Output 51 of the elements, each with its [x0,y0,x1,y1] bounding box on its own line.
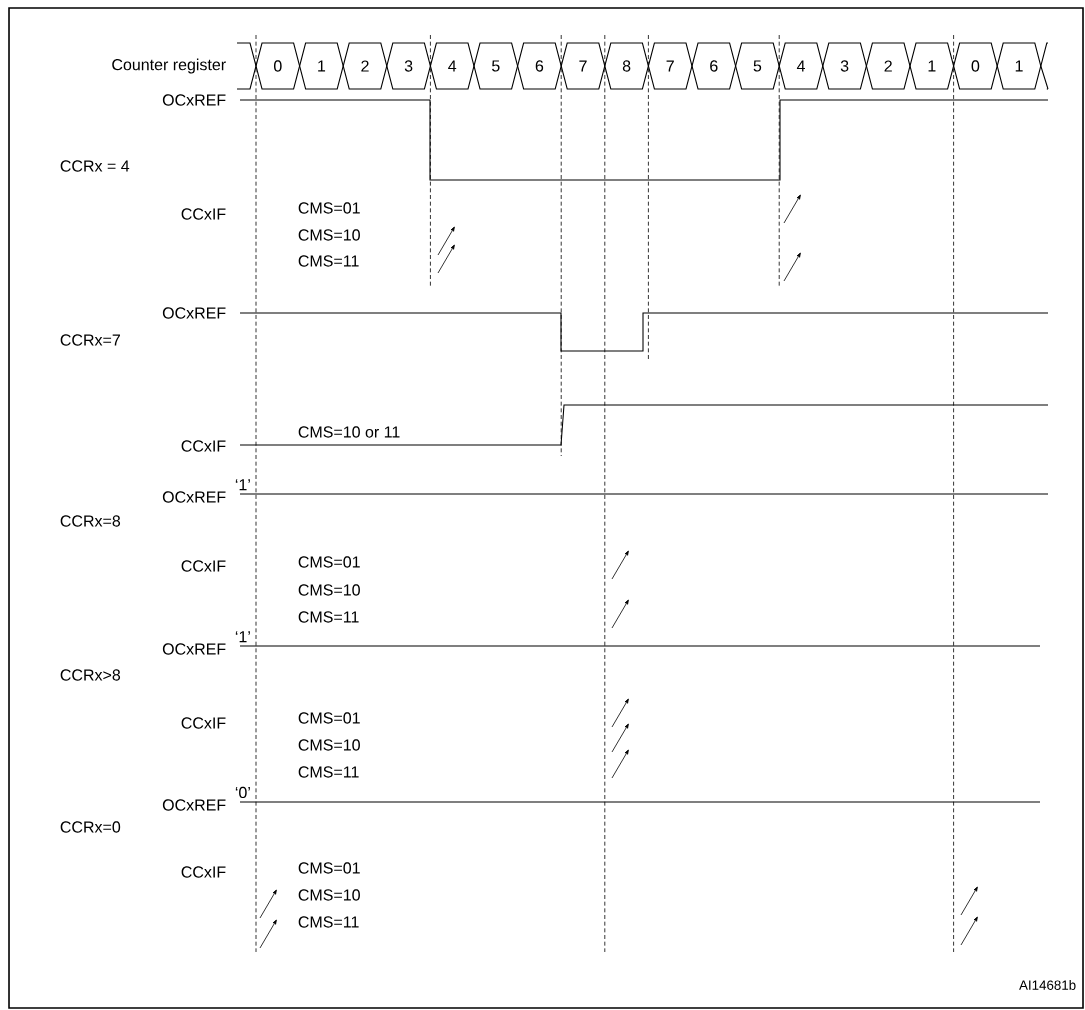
signal-name: CCxIF [181,717,226,729]
level-label: ‘1’ [235,479,250,491]
counter-cell: 1 [299,42,344,90]
signal-name: CCxIF [181,208,226,220]
counter-cell: 3 [822,42,867,90]
counter-cell: 1 [909,42,955,90]
mode-label: CMS=01 [298,556,360,568]
mode-label: CMS=10 [298,229,360,241]
mode-label: CMS=10 or 11 [298,426,400,438]
counter-cell: 1 [996,42,1042,90]
mode-label: CMS=01 [298,862,360,874]
signal-name: CCxIF [181,560,226,572]
condition-label: CCRx=8 [60,515,121,527]
counter-cell: 6 [691,42,737,90]
counter-cell: 2 [865,42,911,90]
counter-cell: 7 [647,42,693,90]
counter-cell: 0 [953,42,998,90]
counter-cell: 2 [342,42,388,90]
mode-label: CMS=10 [298,584,360,596]
counter-cell: 0 [255,42,301,90]
condition-label: CCRx = 4 [60,160,130,172]
counter-cell: 4 [778,42,824,90]
condition-label: CCRx>8 [60,669,121,681]
counter-cell: 8 [604,42,649,90]
signal-name: Counter register [112,58,226,74]
signal-name: OCxREF [162,491,226,503]
mode-label: CMS=11 [298,611,359,623]
signal-name: OCxREF [162,643,226,655]
mode-label: CMS=10 [298,889,360,901]
counter-cell: 4 [429,42,475,90]
signal-name: OCxREF [162,307,226,319]
condition-label: CCRx=0 [60,821,121,833]
mode-label: CMS=11 [298,766,359,778]
condition-label: CCRx=7 [60,334,120,346]
mode-label: CMS=11 [298,255,359,267]
mode-label: CMS=01 [298,712,360,724]
level-label: ‘0’ [235,786,250,799]
mode-label: CMS=10 [298,739,360,751]
counter-cell: 3 [386,42,431,90]
counter-cell: 5 [473,42,519,90]
counter-cell: 5 [735,42,780,90]
counter-cell: 6 [517,42,562,90]
mode-label: CMS=01 [298,202,360,214]
mode-label: CMS=11 [298,916,359,928]
signal-name: OCxREF [162,799,226,811]
counter-cell: 7 [560,42,606,90]
level-label: ‘1’ [235,631,250,643]
signal-name: CCxIF [181,440,226,452]
signal-name: CCxIF [181,866,226,878]
signal-name: OCxREF [162,94,226,106]
figure-id: AI14681b [1019,980,1076,990]
